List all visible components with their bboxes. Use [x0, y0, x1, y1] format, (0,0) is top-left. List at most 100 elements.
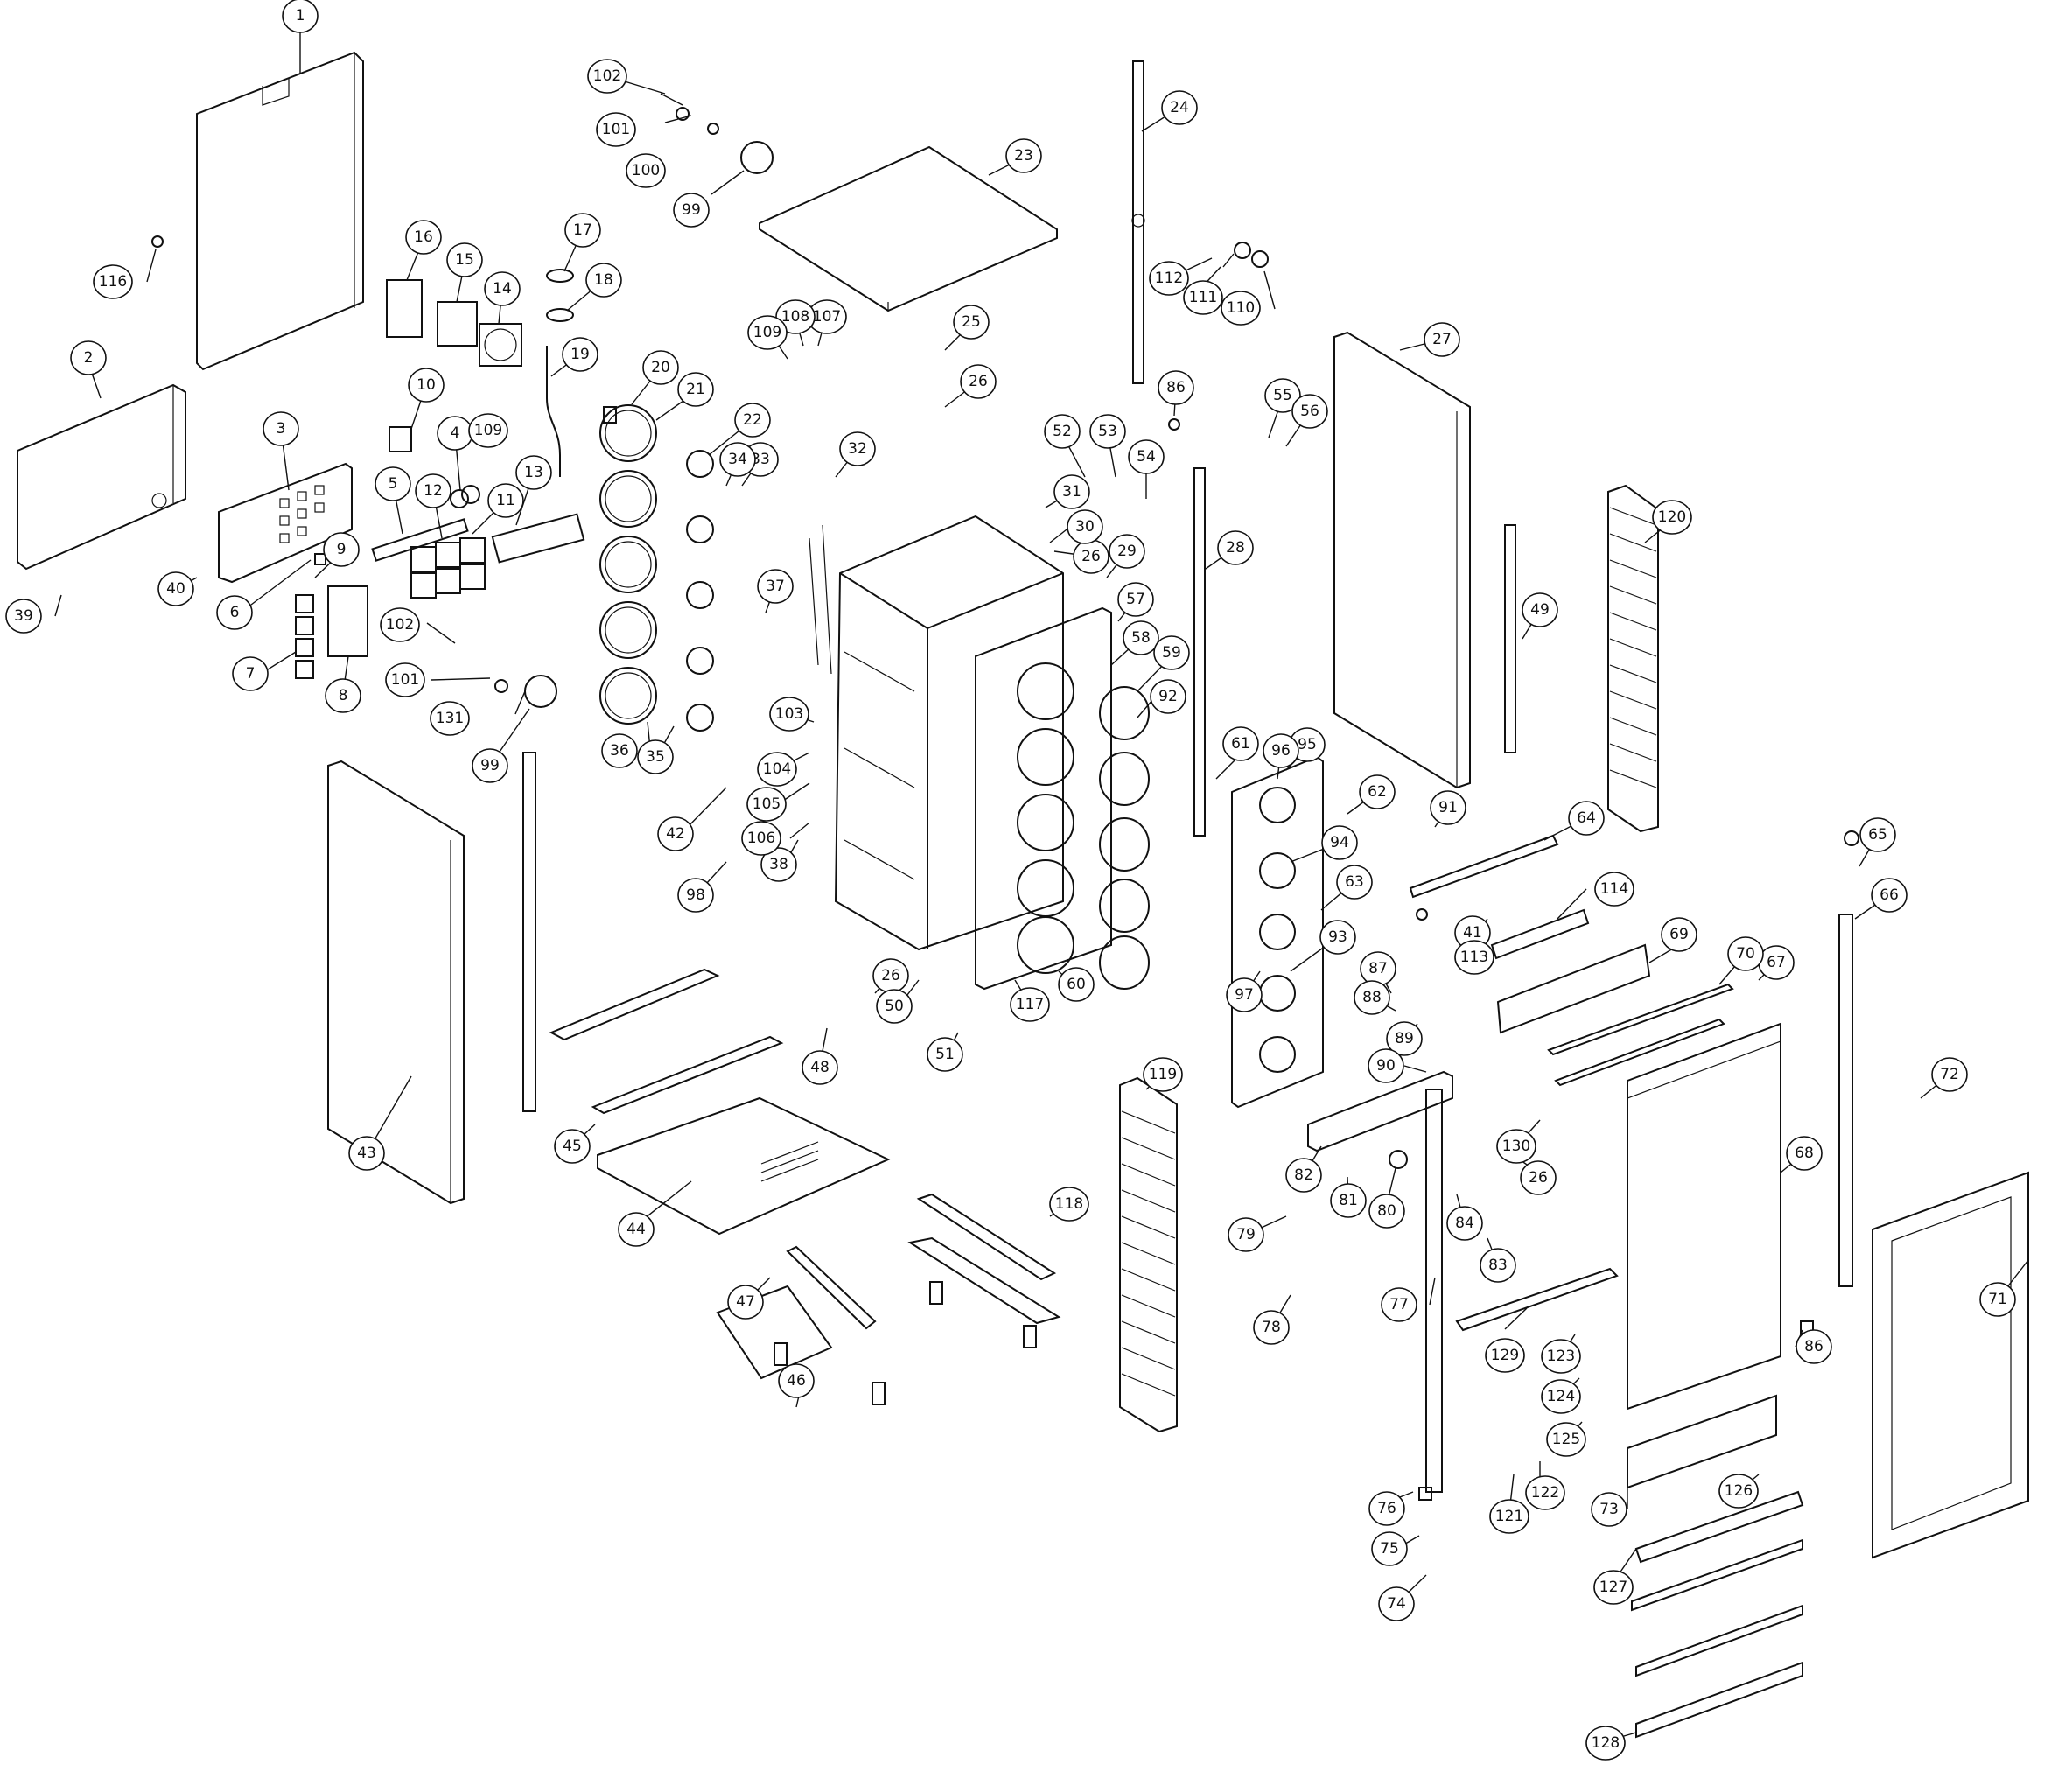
callout-label: 102 [593, 67, 621, 85]
callout-label: 54 [1137, 448, 1156, 466]
callout-circle [1525, 1475, 1565, 1510]
callout-label: 113 [1460, 949, 1488, 966]
callout-circle [323, 532, 360, 567]
part-baffle-plate [1231, 755, 1324, 1109]
callout-c9: 9 [323, 532, 360, 567]
callout-c59: 59 [1153, 635, 1190, 670]
callout-c37: 37 [757, 569, 794, 604]
part-lower-assemblies [1455, 1267, 1804, 1739]
callout-circle [1217, 530, 1254, 565]
callout-circle [1786, 1136, 1823, 1171]
callout-label: 88 [1362, 989, 1382, 1006]
part-bar-49 [1504, 524, 1516, 753]
callout-c86a: 86 [1158, 370, 1194, 405]
callout-c63: 63 [1336, 865, 1373, 900]
callout-label: 101 [602, 121, 630, 138]
callout-label: 40 [166, 580, 186, 598]
callout-label: 55 [1273, 387, 1292, 404]
callout-c103: 103 [769, 697, 809, 732]
callout-circle [1149, 261, 1189, 296]
callout-label: 94 [1330, 834, 1349, 851]
callout-c112: 112 [1149, 261, 1189, 296]
callout-c109a: 109 [747, 315, 788, 350]
callout-c120: 120 [1652, 500, 1692, 535]
callout-label: 66 [1880, 886, 1899, 904]
callout-c124: 124 [1541, 1379, 1581, 1414]
callout-label: 60 [1067, 976, 1086, 993]
callout-circle [1485, 1338, 1525, 1373]
callout-c102a: 102 [587, 59, 627, 94]
callout-label: 121 [1495, 1508, 1523, 1525]
callout-label: 125 [1552, 1431, 1580, 1448]
callout-c98: 98 [677, 878, 714, 913]
callout-circle [1117, 582, 1154, 617]
callout-circle [1005, 138, 1042, 173]
callout-circle [1264, 378, 1301, 413]
callout-circle [1158, 370, 1194, 405]
callout-label: 34 [728, 451, 747, 468]
part-rails-70 [1547, 983, 1734, 1087]
callout-label: 26 [881, 967, 900, 984]
callout-circle [472, 748, 508, 783]
callout-circle [960, 364, 997, 399]
callout-c94: 94 [1321, 825, 1358, 860]
callout-c128: 128 [1586, 1726, 1626, 1761]
callout-c100: 100 [626, 153, 666, 188]
callout-circle [405, 220, 442, 255]
callout-label: 49 [1530, 601, 1550, 619]
callout-circle [1591, 1492, 1628, 1527]
callout-circle [601, 733, 638, 768]
callout-circle [564, 213, 601, 248]
callout-c38: 38 [760, 847, 797, 882]
callout-circle [1727, 936, 1764, 971]
callout-c116: 116 [93, 264, 133, 299]
callout-label: 82 [1294, 1166, 1313, 1184]
callout-circle [1593, 1570, 1634, 1605]
callout-label: 24 [1170, 99, 1189, 116]
callout-circle [757, 752, 797, 787]
callout-label: 28 [1226, 539, 1245, 557]
part-cabinet-body [808, 515, 1064, 951]
callout-c88: 88 [1354, 980, 1390, 1015]
callout-c99b: 99 [472, 748, 508, 783]
part-side-panel-right [1334, 331, 1471, 789]
callout-circle [93, 264, 133, 299]
callout-c39: 39 [5, 599, 42, 634]
callout-c13: 13 [515, 455, 552, 490]
part-motors [686, 450, 714, 732]
callout-c8: 8 [325, 678, 361, 713]
callout-circle [839, 431, 876, 466]
callout-circle [1253, 1310, 1290, 1345]
callout-label: 92 [1158, 688, 1178, 705]
callout-c28: 28 [1217, 530, 1254, 565]
callout-circle [446, 242, 483, 277]
callout-c75: 75 [1371, 1531, 1408, 1566]
callout-c119: 119 [1143, 1057, 1183, 1092]
callout-label: 84 [1455, 1215, 1474, 1232]
callout-c29: 29 [1109, 534, 1145, 569]
callout-circle [1424, 322, 1460, 357]
callout-label: 58 [1131, 629, 1151, 647]
callout-c66: 66 [1871, 878, 1908, 913]
callout-c2: 2 [70, 340, 107, 375]
callout-c34: 34 [719, 442, 756, 477]
callout-circle [484, 271, 521, 306]
callout-label: 86 [1804, 1338, 1824, 1355]
callout-c52: 52 [1044, 414, 1081, 449]
callout-c4: 4 [437, 416, 473, 451]
callout-circle [1541, 1379, 1581, 1414]
callout-c20: 20 [642, 350, 679, 385]
callout-c44: 44 [618, 1212, 654, 1247]
callout-circle [374, 466, 411, 501]
callout-c65: 65 [1859, 817, 1896, 852]
callout-label: 110 [1227, 299, 1255, 317]
callout-label: 7 [246, 665, 256, 683]
callout-label: 72 [1940, 1066, 1959, 1083]
part-door [1872, 1171, 2029, 1559]
callout-c101b: 101 [385, 662, 425, 697]
callout-label: 33 [751, 451, 770, 468]
callout-circle [1183, 280, 1223, 315]
callout-c111: 111 [1183, 280, 1223, 315]
